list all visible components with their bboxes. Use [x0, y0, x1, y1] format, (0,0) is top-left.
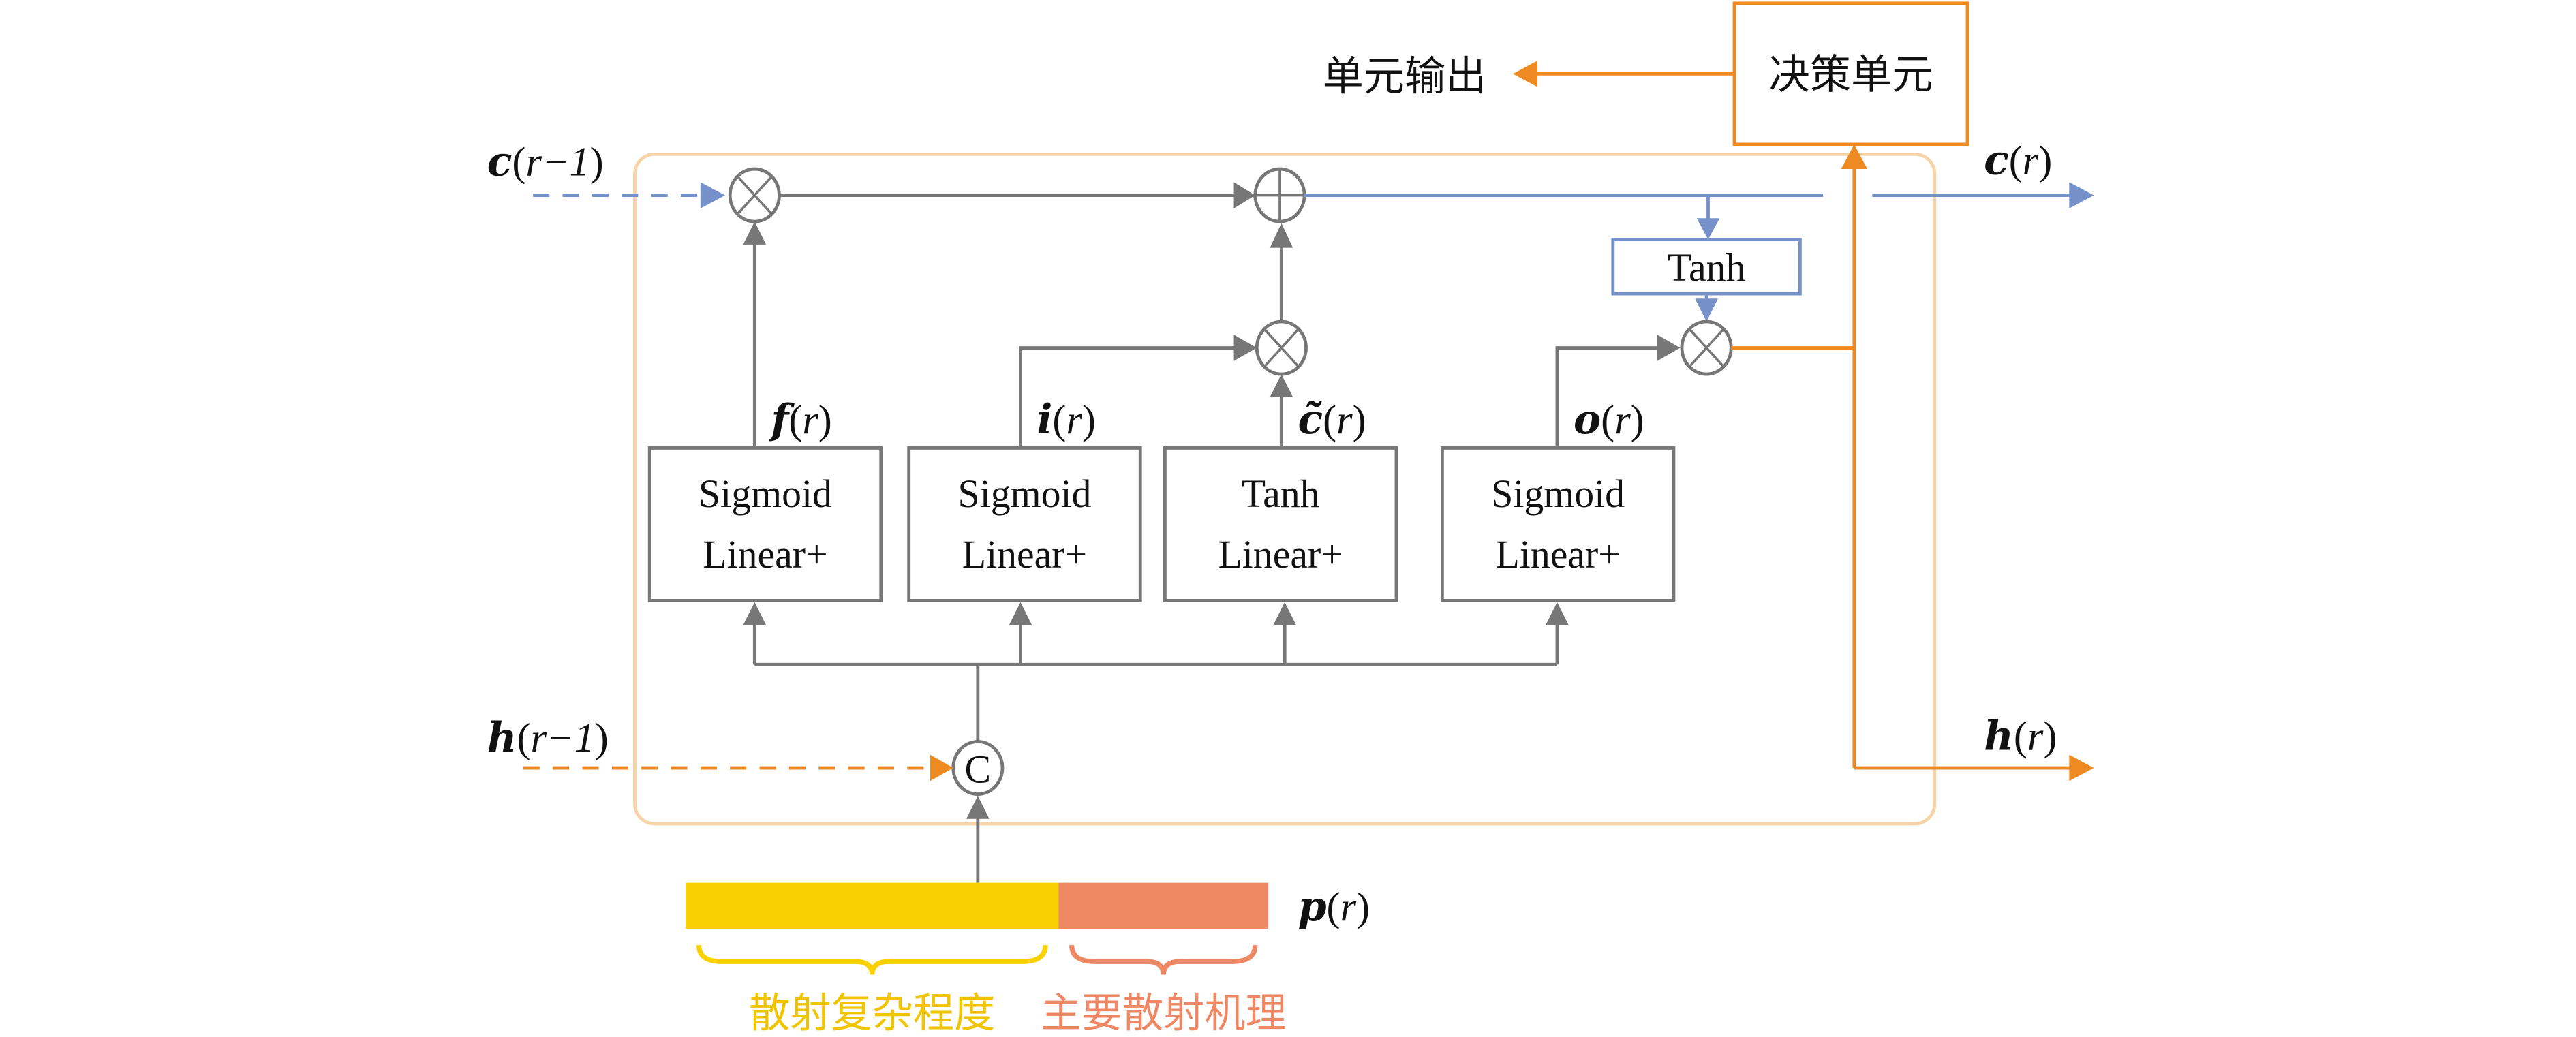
- h-out-arrowhead: [2069, 754, 2094, 781]
- forget-multiply-node: [728, 167, 781, 223]
- gate-layer-label: Linear+: [1495, 533, 1620, 576]
- h-prev-label: h(r−1): [487, 713, 609, 762]
- decision-unit-label: 决策单元: [1769, 51, 1933, 99]
- svg-text:C: C: [965, 748, 992, 792]
- c-curr-label: c(r): [1984, 136, 2052, 184]
- svg-text:p(r): p(r): [1298, 882, 1370, 931]
- feature-segment: [1058, 882, 1269, 929]
- output-multiply-node: [1680, 320, 1733, 376]
- gate-signal-label: i(r): [1037, 395, 1096, 444]
- segment-brace: [1069, 944, 1258, 975]
- gate-signal-label: c̃(r): [1298, 395, 1366, 444]
- feature-segment: [686, 882, 1059, 929]
- c-prev-arrow: [533, 182, 725, 208]
- o-signal-line: [1555, 346, 1659, 447]
- unit-output-label: 单元输出: [1323, 52, 1487, 100]
- gate-signal-label: o(r): [1574, 395, 1644, 444]
- h-prev-arrow: [523, 754, 953, 781]
- svg-text:c(r): c(r): [1984, 136, 2052, 184]
- gate-layer-label: Linear+: [962, 533, 1087, 576]
- segment-label: 主要散射机理: [1041, 990, 1287, 1037]
- i-signal-line: [1019, 346, 1236, 447]
- gate-layer-label: Linear+: [1218, 533, 1343, 576]
- mult-to-add-arrowhead: [1270, 223, 1293, 248]
- cell-tanh-box: Tanh: [1611, 238, 1802, 296]
- gate-activation-label: Sigmoid: [1491, 472, 1625, 516]
- svg-text:h(r): h(r): [1984, 712, 2057, 760]
- segment-brace: [696, 944, 1048, 975]
- lstm-cell-frame: [633, 152, 1937, 826]
- gate-activation-label: Sigmoid: [958, 472, 1092, 516]
- svg-text:h(r−1): h(r−1): [487, 713, 609, 762]
- gate-activation-label: Tanh: [1242, 472, 1320, 516]
- feature-vector-bar: [686, 882, 1269, 929]
- input-multiply-node: [1255, 320, 1308, 376]
- tanh-to-mult-arrowhead: [1695, 298, 1718, 322]
- h-curr-label: h(r): [1984, 712, 2057, 760]
- unit-output-arrow: [1512, 61, 1735, 87]
- to-decision-arrowhead: [1841, 144, 1868, 170]
- p-label: p(r): [1298, 882, 1370, 931]
- c-prev-label: c(r−1): [487, 138, 604, 186]
- gate-signal-label: f(r): [768, 395, 831, 444]
- add-input-arrowhead: [1233, 182, 1255, 208]
- cell-add-node: [1253, 167, 1306, 223]
- concat-node: C: [951, 740, 1005, 796]
- cell-tanh-label: Tanh: [1668, 246, 1746, 290]
- svg-text:c(r−1): c(r−1): [487, 138, 604, 186]
- cell-to-tanh-arrowhead: [1696, 218, 1720, 240]
- c-out-arrowhead: [2069, 182, 2094, 208]
- decision-unit[interactable]: 决策单元: [1732, 1, 1969, 146]
- segment-label: 散射复杂程度: [749, 990, 995, 1037]
- gate-activation-label: Sigmoid: [699, 472, 832, 516]
- gate-layer-label: Linear+: [703, 533, 827, 576]
